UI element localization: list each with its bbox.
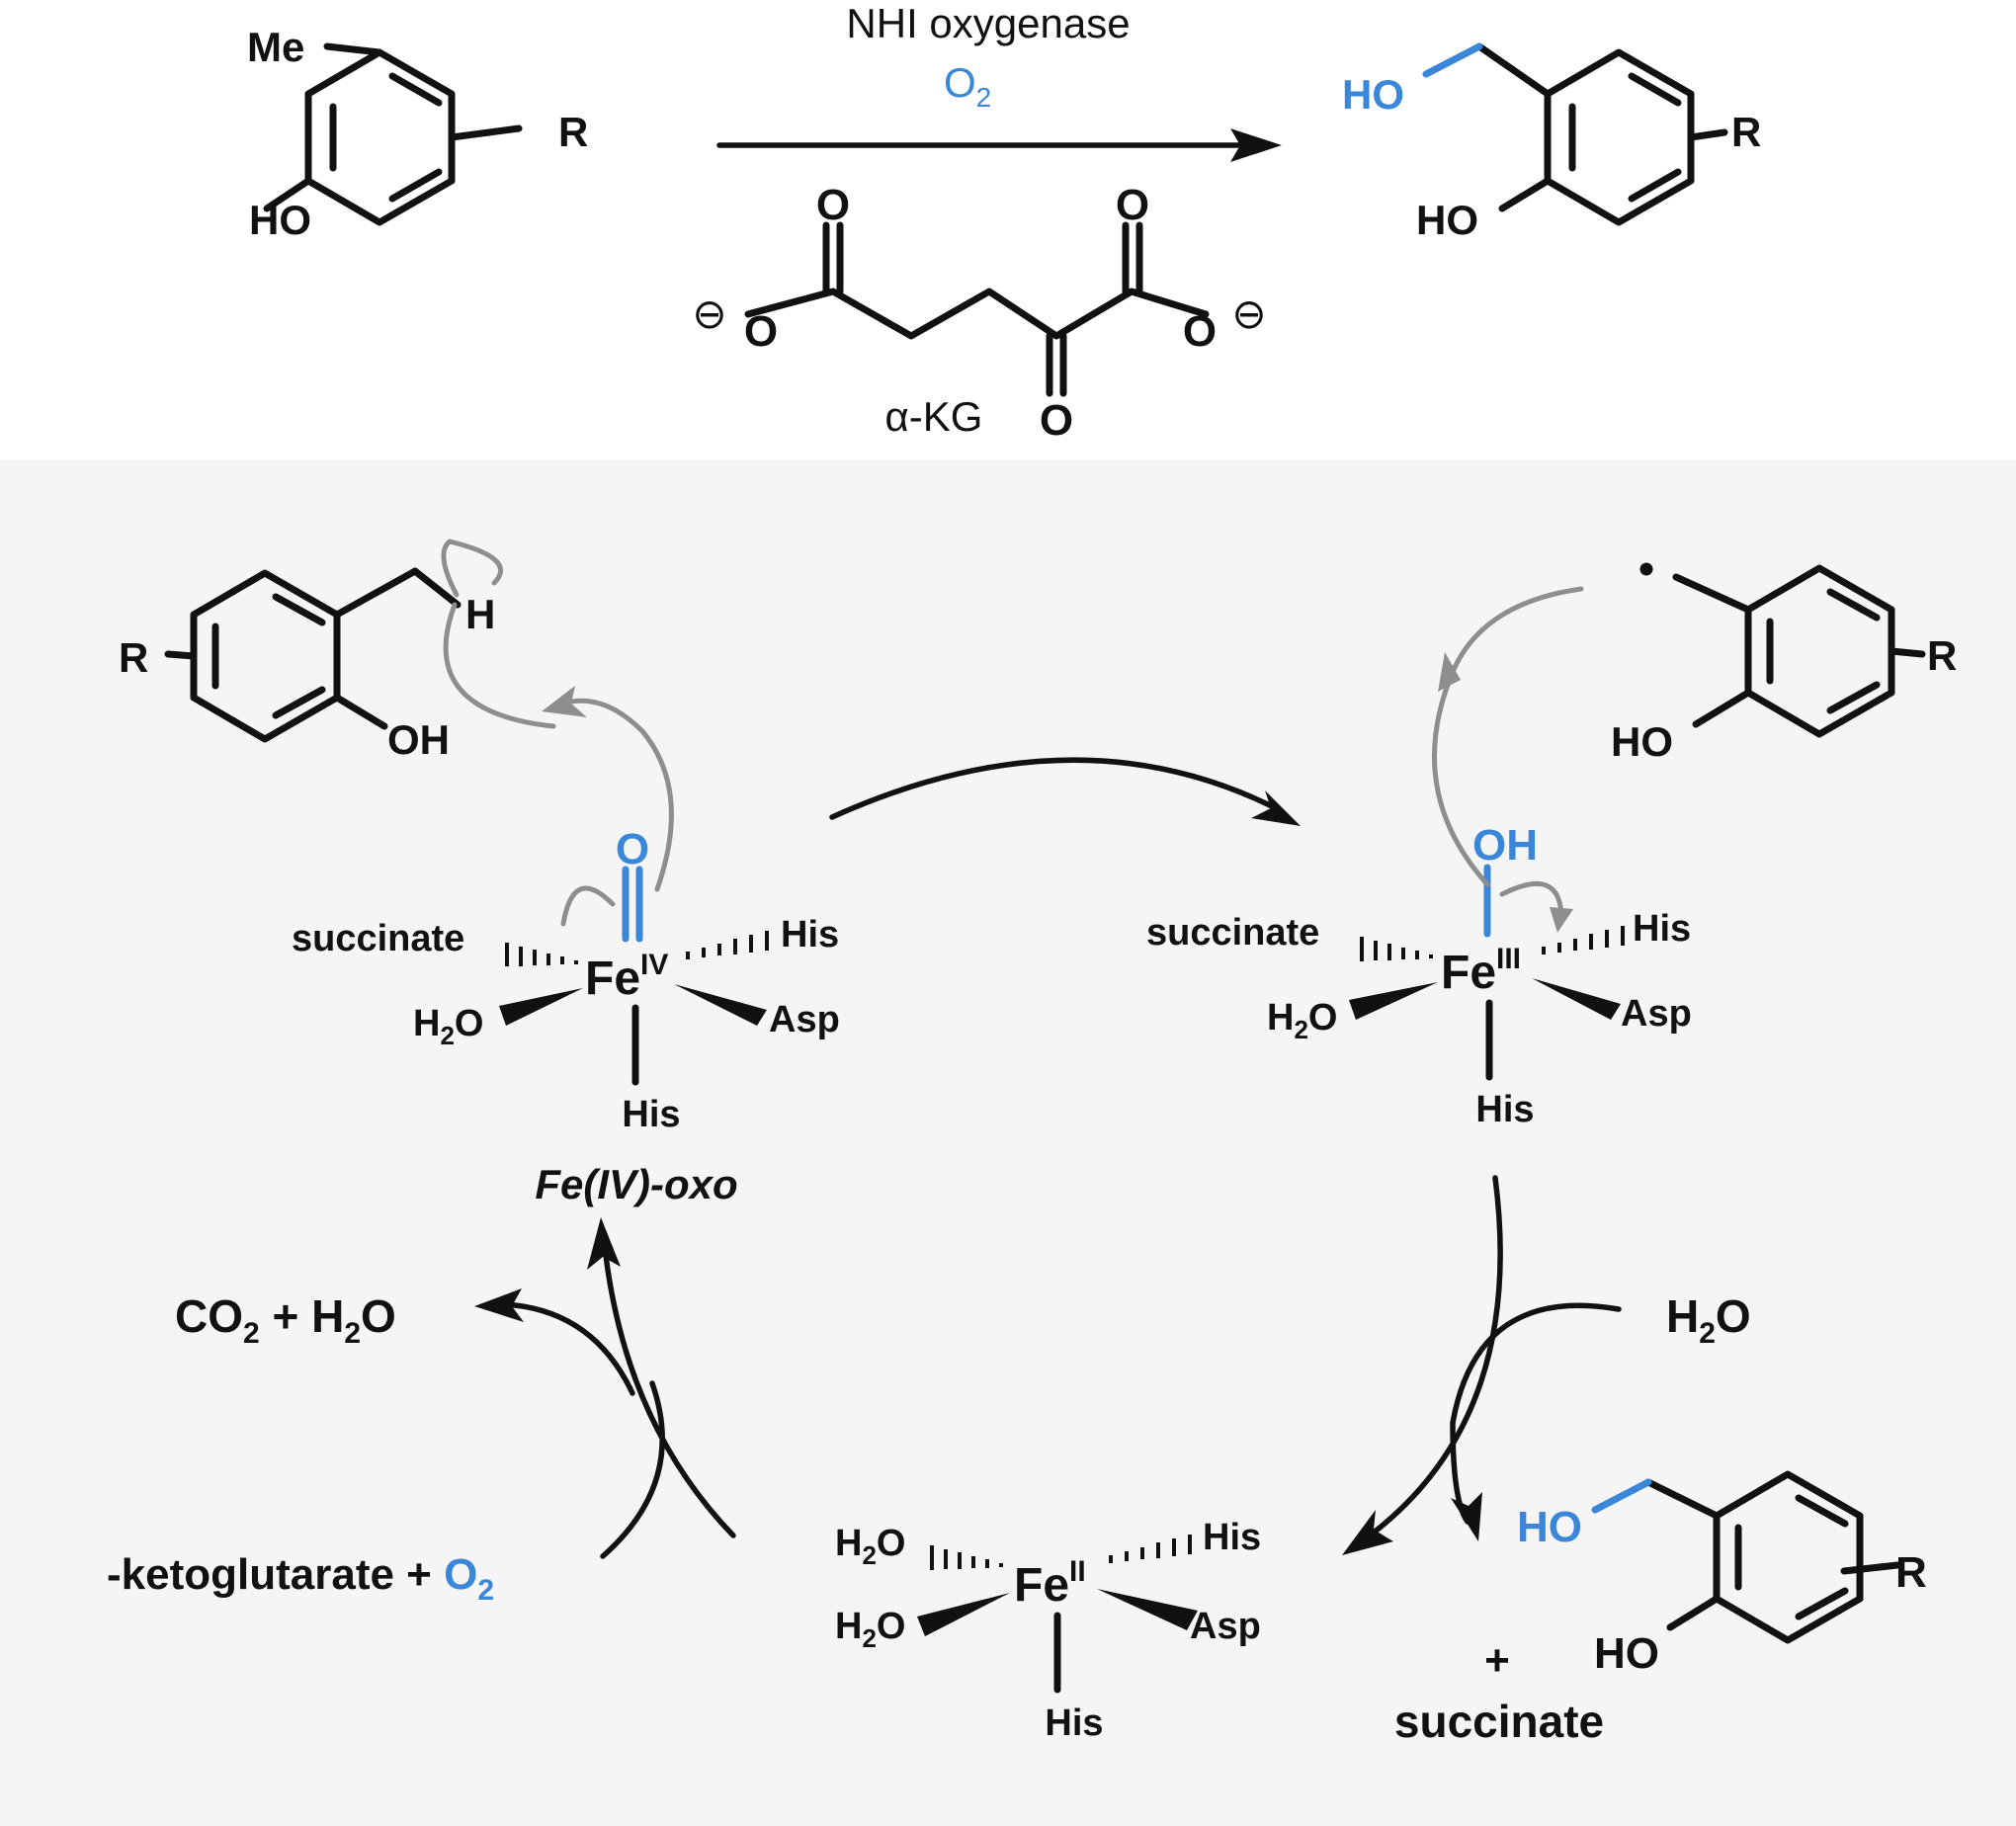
fe-ii-his-right: His: [1203, 1517, 1261, 1558]
methyl-label: Me: [247, 24, 304, 70]
fe-ii-water-top: H2O: [835, 1523, 905, 1570]
r-group-label: R: [558, 109, 588, 155]
fe-iv-asp: Asp: [769, 999, 840, 1040]
product-top: HO HO R: [1342, 42, 1761, 243]
hydroxo-oh-label: OH: [1472, 821, 1538, 870]
cycle-product-oh: HO: [1594, 1629, 1659, 1678]
cycle-product-r: R: [1895, 1548, 1927, 1597]
substrate-r-label: R: [119, 634, 148, 681]
radical-r-label: R: [1927, 632, 1957, 679]
fe-iii-hydroxo-complex: OH FeIII succinate His H2O Asp His: [1146, 821, 1692, 1130]
fe-iii-asp: Asp: [1621, 993, 1692, 1035]
phenol-oh-label: HO: [249, 197, 311, 243]
oxo-o-label: O: [616, 825, 649, 873]
hydroxymethyl-label: HO: [1342, 71, 1404, 118]
product-oh-label: HO: [1416, 197, 1478, 243]
carboxylate-o-1: O: [744, 307, 778, 356]
fe-iv-oxo-complex: O FeIV succinate His H2O Asp His Fe(IV)-…: [292, 825, 840, 1207]
fe-ii-label: FeII: [1014, 1555, 1086, 1612]
alpha-ketoglutarate-structure: O O O O O ⊖ ⊖ α-KG: [692, 181, 1266, 445]
fe-ii-his-bottom: His: [1045, 1702, 1103, 1744]
akg-caption: α-KG: [885, 393, 983, 440]
fe-iii-water: H2O: [1267, 997, 1337, 1044]
carbonyl-o-1: O: [816, 181, 850, 229]
carbonyl-o-2: O: [1116, 181, 1149, 229]
fe-iv-his-bottom: His: [622, 1094, 680, 1135]
substrate-phenol: R H OH: [119, 567, 495, 763]
co2-water-label: CO2 + H2O: [175, 1290, 396, 1350]
negative-charge-2: ⊖: [1231, 290, 1266, 337]
fe-iii-label: FeIII: [1441, 943, 1521, 999]
cycle-arrows: [474, 757, 1622, 1559]
radical-dot: [1639, 562, 1653, 576]
fe-ii-water-bottom: H2O: [835, 1606, 905, 1653]
negative-charge-1: ⊖: [692, 290, 726, 337]
fe-iv-oxo-caption: Fe(IV)-oxo: [535, 1161, 737, 1207]
fe-iv-his-right: His: [781, 914, 839, 955]
fe-iv-label: FeIV: [585, 949, 668, 1005]
benzylic-radical: R HO: [1611, 562, 1957, 765]
enzyme-label: NHI oxygenase: [846, 0, 1130, 46]
fe-ii-asp: Asp: [1190, 1606, 1261, 1647]
water-input-label: H2O: [1666, 1290, 1751, 1350]
succinate-byproduct: succinate: [1394, 1696, 1604, 1747]
product-r-label: R: [1731, 109, 1761, 155]
electron-arrows: [441, 539, 1584, 933]
starting-material: Me HO R: [247, 24, 588, 243]
product-cycle: HO HO R + succinate: [1394, 1470, 1927, 1747]
fe-ii-resting-complex: FeII H2O H2O His Asp His: [835, 1517, 1261, 1744]
plus-sign: +: [1484, 1636, 1510, 1685]
fe-iv-succinate: succinate: [292, 918, 464, 959]
substrate-oh-label: OH: [387, 716, 450, 763]
reaction-arrow: NHI oxygenase O2: [716, 0, 1282, 162]
mechanism-panel: [0, 459, 2016, 1826]
abstracted-h-label: H: [465, 591, 495, 637]
radical-oh-label: HO: [1611, 718, 1673, 765]
fe-iv-water: H2O: [413, 1003, 483, 1050]
ketone-o: O: [1040, 396, 1073, 445]
akg-o2-label: -ketoglutarate + O2: [107, 1550, 494, 1607]
fe-iii-his-bottom: His: [1475, 1089, 1534, 1130]
oxygen-label: O2: [944, 59, 991, 113]
cycle-product-ho-blue: HO: [1517, 1503, 1582, 1551]
carboxylate-o-2: O: [1183, 307, 1217, 356]
fe-iii-succinate: succinate: [1146, 912, 1319, 954]
fe-iii-his-right: His: [1633, 908, 1691, 950]
